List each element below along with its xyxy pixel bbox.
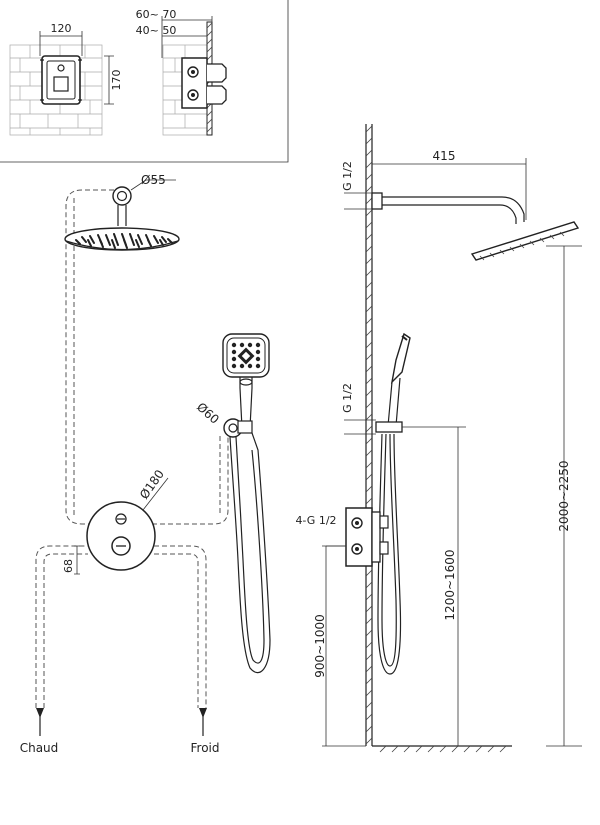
cold-label: Froid bbox=[191, 741, 220, 755]
rain-shower-head bbox=[64, 227, 180, 251]
inset-border bbox=[0, 0, 289, 163]
concealed-pipe-route bbox=[65, 189, 229, 525]
valve-thread-label: 4-G 1/2 bbox=[295, 514, 336, 527]
holder-diameter-label: Ø60 bbox=[194, 400, 222, 427]
arm-diameter-label: Ø55 bbox=[141, 173, 166, 187]
concealed-pipe-inner bbox=[73, 198, 221, 516]
inset-width-dim bbox=[39, 31, 83, 56]
inset-panel: 120 170 60~ 70 40~ 50 bbox=[0, 0, 289, 163]
arm-length-dim bbox=[372, 158, 527, 220]
side-shower-arm: G 1/2 bbox=[341, 161, 525, 224]
offset-dim bbox=[74, 545, 80, 575]
valve-height-label: 900~1000 bbox=[313, 614, 327, 678]
side-hand-shower: G 1/2 bbox=[341, 332, 411, 435]
inset-width-label: 120 bbox=[51, 22, 72, 35]
valve-height-dim bbox=[322, 545, 366, 747]
total-height-label: 2000~2250 bbox=[557, 460, 571, 531]
hand-shower bbox=[222, 333, 270, 429]
inset-depth-min-dim bbox=[162, 32, 208, 40]
hose-inner bbox=[235, 436, 265, 664]
holder-height-dim bbox=[402, 426, 470, 747]
arm-length-label: 415 bbox=[433, 149, 456, 163]
holder-height-label: 1200~1600 bbox=[443, 549, 457, 620]
hot-label: Chaud bbox=[20, 741, 59, 755]
inset-height-dim bbox=[104, 55, 114, 105]
hot-supply-pipe bbox=[35, 545, 88, 708]
front-view: Ø55 Ø60 bbox=[20, 173, 271, 755]
cold-supply-pipe bbox=[154, 545, 207, 708]
side-hose-inner bbox=[381, 433, 397, 667]
arm-diameter-leader bbox=[130, 179, 176, 191]
side-floor bbox=[372, 745, 512, 753]
side-rain-head bbox=[470, 221, 580, 261]
side-view: 415 G 1/2 2000~2250 G 1/2 1200~1600 bbox=[295, 124, 582, 753]
arm-wall-flange bbox=[112, 186, 132, 206]
mid-thread-label: G 1/2 bbox=[341, 383, 354, 413]
mixer-wall-plate bbox=[86, 501, 156, 571]
inset-height-label: 170 bbox=[110, 70, 123, 91]
shower-arm bbox=[117, 205, 127, 226]
inset-valve-box-front bbox=[40, 55, 82, 105]
hose-outer bbox=[229, 432, 271, 674]
inset-depth-min-label: 40~ 50 bbox=[136, 24, 177, 37]
top-thread-label: G 1/2 bbox=[341, 161, 354, 191]
plate-diameter-leader bbox=[142, 477, 169, 511]
offset-label: 68 bbox=[62, 559, 75, 573]
inset-valve-box-side bbox=[181, 57, 227, 109]
side-wall bbox=[365, 124, 373, 746]
inset-depth-max-dim bbox=[161, 16, 213, 58]
total-height-dim bbox=[546, 245, 582, 747]
inset-depth-max-label: 60~ 70 bbox=[136, 8, 177, 21]
